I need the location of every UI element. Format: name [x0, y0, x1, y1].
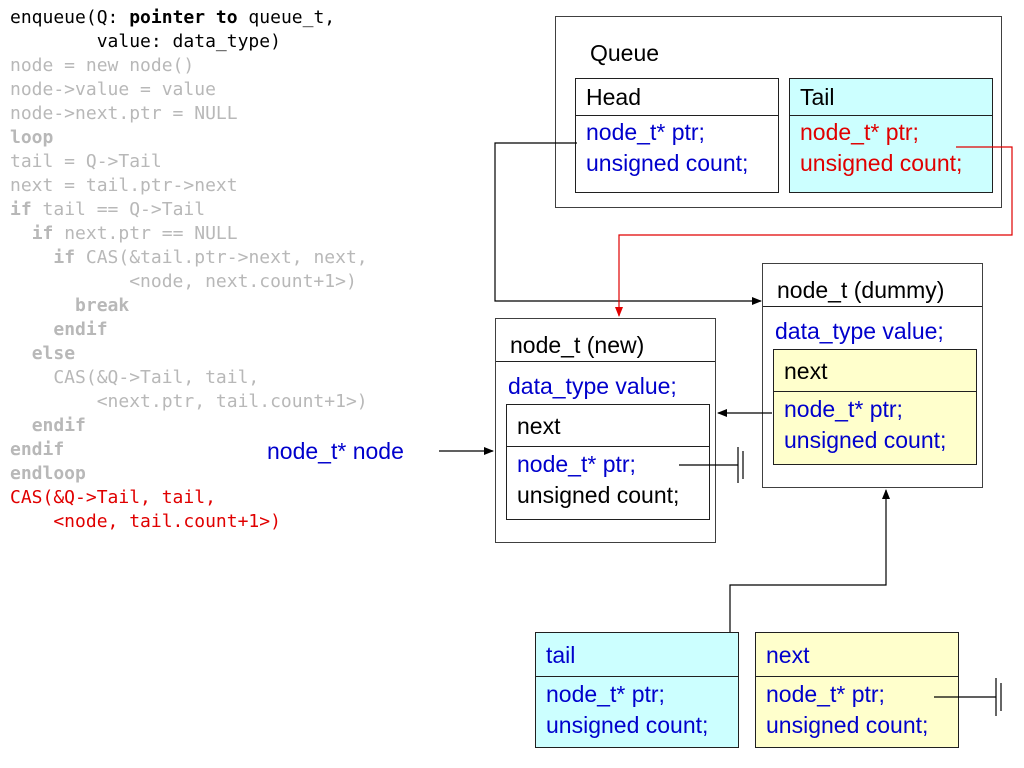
code-keyword: if — [53, 247, 76, 268]
code-line: CAS(&Q->Tail, tail, — [10, 486, 368, 510]
code-text: CAS(&Q->Tail, tail, — [10, 367, 260, 388]
node-new-value: data_type value; — [508, 373, 677, 399]
code-line: if CAS(&tail.ptr->next, next, — [10, 246, 368, 270]
queue-head-count: unsigned count; — [586, 150, 749, 176]
code-line: break — [10, 294, 368, 318]
code-text: <next.ptr, tail.count+1>) — [10, 391, 368, 412]
queue-title: Queue — [590, 40, 660, 66]
node-new-next-body: node_t* ptr; unsigned count; — [507, 449, 709, 519]
code-line: node = new node() — [10, 54, 368, 78]
node-new-next-field: next node_t* ptr; unsigned count; — [506, 404, 710, 520]
code-keyword: endif — [31, 415, 86, 436]
code-line: loop — [10, 126, 368, 150]
node-new-title: node_t (new) — [496, 319, 715, 362]
local-tail-ptr-arrow — [729, 489, 890, 632]
code-line: node->value = value — [10, 78, 368, 102]
node-new-box: node_t (new) data_type value; next node_… — [495, 318, 716, 543]
node-new-next-count: unsigned count; — [517, 482, 680, 508]
queue-tail-body: node_t* ptr; unsigned count; — [790, 117, 992, 192]
code-text: node = new node() — [10, 55, 195, 76]
code-line: else — [10, 342, 368, 366]
code-text: next.ptr == NULL — [53, 223, 238, 244]
node-dummy-title: node_t (dummy) — [763, 264, 982, 307]
code-text: value: data_type) — [10, 31, 281, 52]
code-keyword: pointer to — [129, 7, 238, 28]
code-keyword: endif — [53, 319, 108, 340]
code-text: tail == Q->Tail — [31, 199, 206, 220]
code-line: value: data_type) — [10, 30, 368, 54]
code-line: node->next.ptr = NULL — [10, 102, 368, 126]
queue-head-label: Head — [576, 79, 778, 116]
queue-head-body: node_t* ptr; unsigned count; — [576, 117, 778, 192]
node-dummy-next-label: next — [774, 350, 976, 392]
node-dummy-box: node_t (dummy) data_type value; next nod… — [762, 263, 983, 488]
code-line: <node, next.count+1>) — [10, 270, 368, 294]
code-keyword: endif — [10, 439, 65, 460]
code-text: node->value = value — [10, 79, 216, 100]
code-line: endif — [10, 414, 368, 438]
code-text: queue_t, — [237, 7, 336, 28]
node-new-next-label: next — [507, 405, 709, 447]
node-dummy-next-ptr: node_t* ptr; — [784, 396, 903, 422]
code-line: if next.ptr == NULL — [10, 222, 368, 246]
code-text: node->next.ptr = NULL — [10, 103, 238, 124]
code-keyword: else — [31, 343, 76, 364]
local-tail-body: node_t* ptr; unsigned count; — [536, 679, 738, 747]
local-next-body: node_t* ptr; unsigned count; — [756, 679, 958, 747]
code-line: enqueue(Q: pointer to queue_t, — [10, 6, 368, 30]
node-dummy-next-count: unsigned count; — [784, 427, 947, 453]
queue-head-ptr: node_t* ptr; — [586, 119, 705, 145]
code-keyword: endloop — [10, 463, 86, 484]
queue-tail-field: Tail node_t* ptr; unsigned count; — [789, 78, 993, 193]
code-text: CAS(&tail.ptr->next, next, — [75, 247, 368, 268]
local-next-ptr: node_t* ptr; — [766, 681, 885, 707]
code-text: <node, next.count+1>) — [10, 271, 357, 292]
queue-tail-count: unsigned count; — [800, 150, 963, 176]
local-next-box: next node_t* ptr; unsigned count; — [755, 632, 959, 748]
code-line: endloop — [10, 462, 368, 486]
node-dummy-value: data_type value; — [775, 318, 944, 344]
local-tail-label: tail — [536, 633, 738, 677]
code-line: <node, tail.count+1>) — [10, 510, 368, 534]
code-text: tail = Q->Tail — [10, 151, 162, 172]
code-keyword: break — [75, 295, 130, 316]
node-pointer-label: node_t* node — [267, 438, 404, 464]
code-keyword: if — [10, 199, 32, 220]
node-new-next-ptr: node_t* ptr; — [517, 451, 636, 477]
code-line: <next.ptr, tail.count+1>) — [10, 390, 368, 414]
local-tail-box: tail node_t* ptr; unsigned count; — [535, 632, 739, 748]
local-tail-ptr: node_t* ptr; — [546, 681, 665, 707]
tail-ptr-arrow — [615, 146, 1013, 317]
code-line: next = tail.ptr->next — [10, 174, 368, 198]
code-text: next = tail.ptr->next — [10, 175, 238, 196]
code-text: enqueue(Q: — [10, 7, 130, 28]
local-tail-count: unsigned count; — [546, 712, 709, 738]
code-keyword: if — [31, 223, 54, 244]
code-listing: enqueue(Q: pointer to queue_t, value: da… — [10, 6, 368, 534]
local-next-count: unsigned count; — [766, 712, 929, 738]
code-line: if tail == Q->Tail — [10, 198, 368, 222]
code-line: CAS(&Q->Tail, tail, — [10, 366, 368, 390]
node-dummy-next-field: next node_t* ptr; unsigned count; — [773, 349, 977, 465]
queue-box: Queue Head node_t* ptr; unsigned count; … — [555, 16, 1002, 208]
node-dummy-next-body: node_t* ptr; unsigned count; — [774, 394, 976, 464]
code-text: <node, tail.count+1>) — [10, 511, 281, 532]
queue-head-field: Head node_t* ptr; unsigned count; — [575, 78, 779, 193]
queue-tail-label: Tail — [790, 79, 992, 116]
code-line: tail = Q->Tail — [10, 150, 368, 174]
code-line: endif — [10, 438, 368, 462]
local-next-label: next — [756, 633, 958, 677]
head-ptr-arrow — [494, 142, 762, 305]
code-line: endif — [10, 318, 368, 342]
code-text: CAS(&Q->Tail, tail, — [10, 487, 216, 508]
queue-tail-ptr: node_t* ptr; — [800, 119, 919, 145]
code-keyword: loop — [10, 127, 54, 148]
